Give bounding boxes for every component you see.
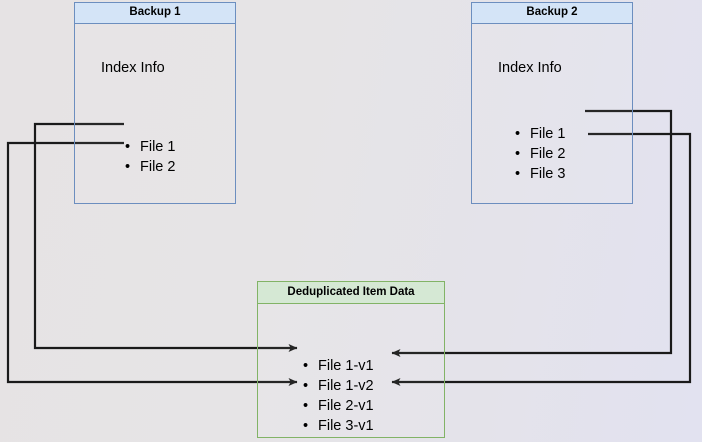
node-dedup-title: Deduplicated Item Data: [257, 281, 445, 304]
list-item[interactable]: File 3-v1: [303, 416, 374, 436]
node-backup-1-body: Index Info File 1 File 2: [74, 24, 236, 204]
node-backup-2-title: Backup 2: [471, 2, 633, 24]
list-item[interactable]: File 1: [515, 124, 565, 144]
list-item[interactable]: File 1-v1: [303, 356, 374, 376]
backup-2-file-list: File 1 File 2 File 3: [515, 124, 565, 184]
node-backup-1[interactable]: Backup 1 Index Info File 1 File 2: [74, 2, 236, 204]
list-item[interactable]: File 2-v1: [303, 396, 374, 416]
list-item[interactable]: File 2: [125, 157, 175, 177]
list-item[interactable]: File 3: [515, 164, 565, 184]
node-backup-2-body: Index Info File 1 File 2 File 3: [471, 24, 633, 204]
node-deduplicated-item-data[interactable]: Deduplicated Item Data File 1-v1 File 1-…: [257, 281, 445, 438]
list-item[interactable]: File 2: [515, 144, 565, 164]
list-item[interactable]: File 1-v2: [303, 376, 374, 396]
node-backup-2[interactable]: Backup 2 Index Info File 1 File 2 File 3: [471, 2, 633, 204]
backup-1-file-list: File 1 File 2: [125, 137, 175, 177]
node-backup-1-title: Backup 1: [74, 2, 236, 24]
list-item[interactable]: File 1: [125, 137, 175, 157]
node-dedup-body: File 1-v1 File 1-v2 File 2-v1 File 3-v1: [257, 304, 445, 438]
backup-1-index-info-label: Index Info: [101, 60, 165, 76]
dedup-item-list: File 1-v1 File 1-v2 File 2-v1 File 3-v1: [303, 356, 374, 436]
backup-2-index-info-label: Index Info: [498, 60, 562, 76]
